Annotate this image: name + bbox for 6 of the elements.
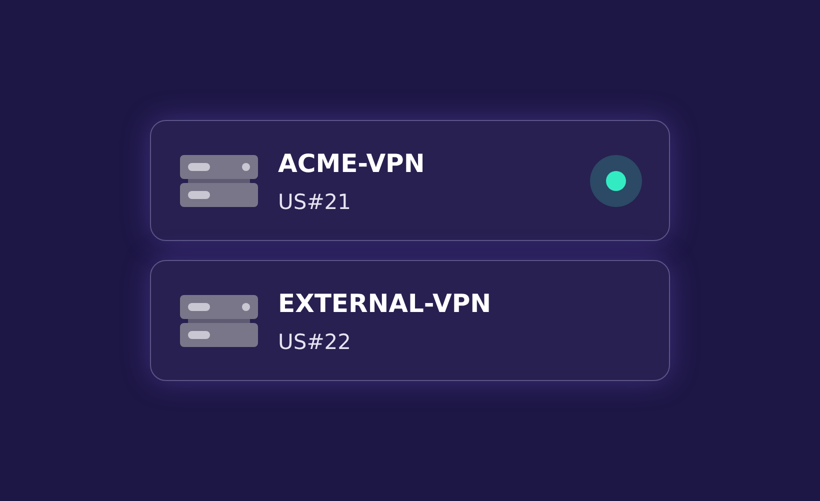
server-location: US#21 (278, 189, 352, 216)
server-location: US#22 (278, 329, 352, 356)
server-name: ACME-VPN (278, 148, 425, 180)
server-card (150, 260, 670, 381)
server-card (150, 120, 670, 241)
server-name: EXTERNAL-VPN (278, 288, 492, 320)
